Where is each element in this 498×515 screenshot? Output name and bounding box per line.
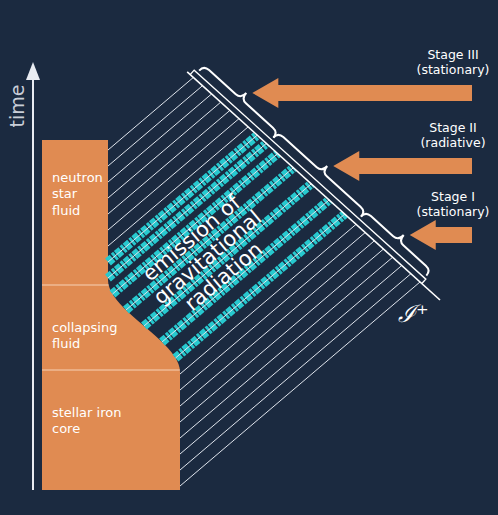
stage-arrow [410, 220, 472, 250]
light-ray [108, 77, 193, 150]
stage-label: Stage I (stationary) [413, 189, 493, 219]
scri-label: ℐ⁺ [398, 300, 448, 329]
time-arrowhead [26, 62, 40, 80]
light-ray [108, 86, 202, 166]
region-divider [42, 369, 180, 370]
region-label: collapsing fluid [52, 320, 132, 353]
stage-arrows [252, 78, 472, 250]
light-ray [108, 94, 212, 182]
time-axis [32, 78, 34, 490]
stage-arrow [252, 78, 472, 108]
light-ray [180, 274, 411, 470]
axis-label: time [6, 76, 29, 136]
stellar-body [42, 140, 180, 490]
light-ray [108, 110, 230, 214]
light-ray [180, 282, 420, 486]
region-label: neutron star fluid [52, 170, 108, 219]
emission-lines [108, 77, 420, 486]
light-ray [108, 102, 221, 198]
fluid-region: neutron star fluid [42, 140, 108, 285]
region-label: stellar iron core [52, 405, 142, 438]
stage-label: Stage II (radiative) [413, 120, 493, 150]
fluid-region: collapsing fluid [42, 285, 152, 370]
stage-arrow [333, 151, 472, 181]
stage-label: Stage III (stationary) [413, 47, 493, 77]
radiation-band [108, 135, 345, 358]
fluid-region: stellar iron core [42, 370, 180, 490]
region-divider [42, 284, 109, 285]
